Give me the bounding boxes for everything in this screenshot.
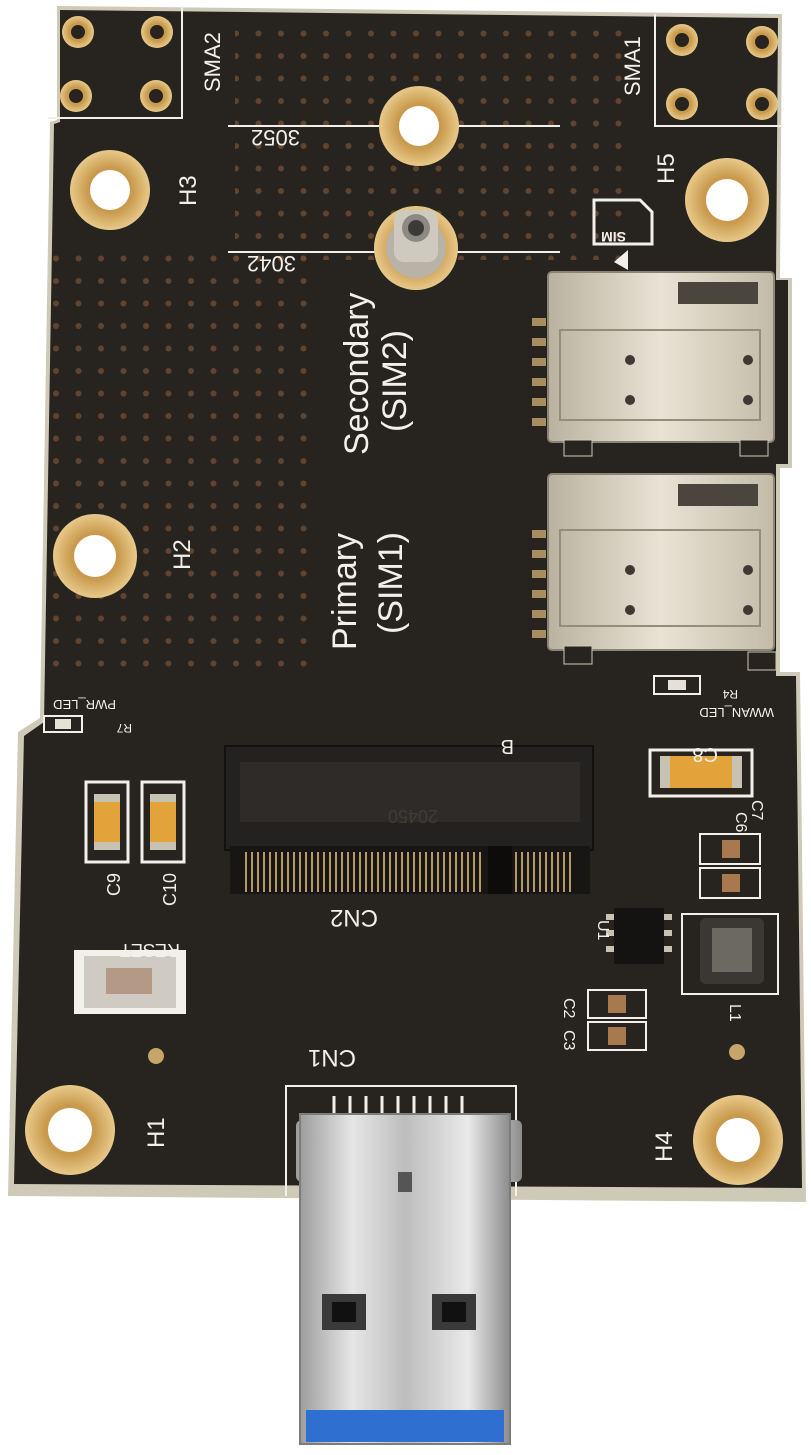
- label-secondary: Secondary: [338, 292, 376, 455]
- label-c9: C9: [104, 873, 124, 896]
- label-wwan-led: WWAN_LED: [699, 705, 774, 720]
- m2-connector: [224, 745, 594, 894]
- label-sim: SIM: [601, 229, 626, 245]
- sim-icon: [592, 198, 654, 270]
- m2-connector-code: 20450: [388, 806, 438, 826]
- wwan-led: [653, 675, 701, 695]
- label-c2: C2: [560, 998, 577, 1019]
- label-3052: 3052: [251, 125, 300, 150]
- sim1-socket: [547, 473, 777, 671]
- mounting-holes: [25, 86, 783, 1185]
- label-sma2: SMA2: [200, 32, 225, 92]
- test-pads: [148, 1044, 745, 1064]
- capacitor-c10: [140, 780, 186, 864]
- standoff-screw: [374, 206, 458, 290]
- label-pwr-led: PWR_LED: [53, 697, 116, 712]
- label-h3: H3: [175, 175, 202, 206]
- reset-button: [74, 950, 186, 1014]
- regulator-u1: [606, 908, 672, 964]
- label-key-b: B: [501, 735, 514, 757]
- label-h4: H4: [651, 1131, 678, 1162]
- label-h1: H1: [143, 1117, 170, 1148]
- capacitor-c8: [648, 748, 754, 798]
- label-r4: R4: [722, 687, 738, 701]
- label-primary-sim: (SIM1): [372, 532, 410, 634]
- label-r7: R7: [116, 721, 132, 735]
- pwr-led: [43, 715, 83, 733]
- capacitor-c9: [84, 780, 130, 864]
- label-l1: L1: [726, 1004, 743, 1022]
- label-cn1: CN1: [308, 1044, 356, 1071]
- label-reset: RESET: [120, 940, 180, 960]
- label-c3: C3: [560, 1030, 577, 1051]
- inductor-l1: [681, 913, 779, 995]
- label-sma1: SMA1: [620, 36, 645, 96]
- label-primary: Primary: [326, 533, 364, 650]
- sma1-pads: [666, 24, 778, 120]
- label-h2: H2: [169, 539, 196, 570]
- silkscreen-labels: SMA2 SMA1 3052 3042 H3 H5 SIM Secondary …: [53, 32, 774, 1162]
- cn1-pins: [332, 1096, 464, 1114]
- label-3042: 3042: [247, 251, 296, 276]
- sma2-pads: [60, 16, 173, 112]
- label-c8: C8: [692, 743, 718, 765]
- label-u1: U1: [594, 920, 611, 941]
- usb-a-plug: [296, 1113, 522, 1445]
- label-h5: H5: [653, 153, 680, 184]
- ceramic-capacitors: [587, 833, 761, 1051]
- sim2-socket: [547, 271, 775, 457]
- label-cn2: CN2: [330, 904, 378, 931]
- label-c7: C7: [748, 800, 765, 821]
- sim-passives: [532, 318, 546, 638]
- label-c6: C6: [732, 812, 749, 833]
- label-c10: C10: [160, 873, 180, 906]
- label-secondary-sim: (SIM2): [376, 330, 414, 432]
